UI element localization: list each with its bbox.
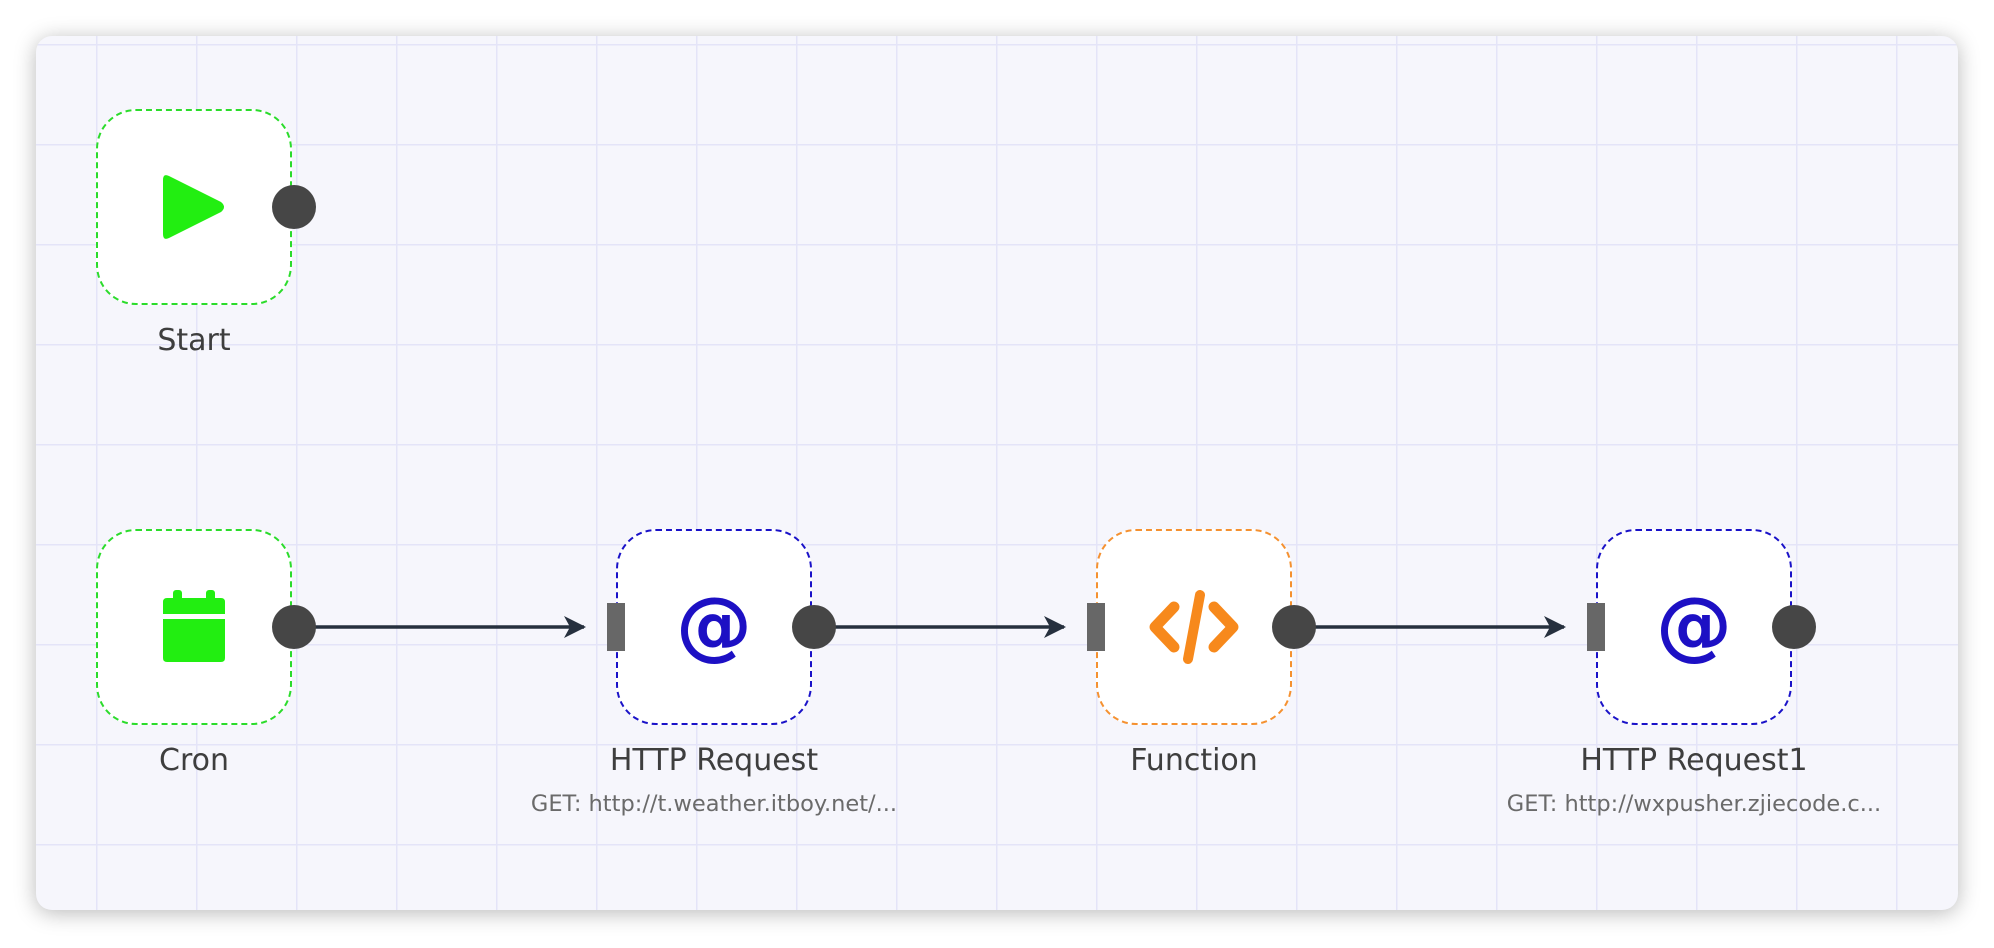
connection-cron-to-http-request[interactable] (296, 616, 586, 638)
node-function[interactable] (1096, 529, 1292, 725)
output-port[interactable] (1272, 605, 1316, 649)
at-sign-icon: @ (676, 580, 752, 669)
code-icon (1148, 590, 1240, 664)
node-subtitle: GET: http://wxpusher.zjiecode.c... (1506, 791, 1882, 817)
input-port[interactable] (1087, 603, 1105, 651)
calendar-icon (161, 590, 227, 664)
input-port[interactable] (1587, 603, 1605, 651)
connection-function-to-http-request1[interactable] (1296, 616, 1566, 638)
output-port[interactable] (1772, 605, 1816, 649)
output-port[interactable] (792, 605, 836, 649)
node-subtitle: GET: http://t.weather.itboy.net/... (530, 791, 898, 817)
arrowhead-icon (1044, 616, 1066, 638)
output-port[interactable] (272, 185, 316, 229)
arrowhead-icon (564, 616, 586, 638)
at-sign-icon: @ (1656, 580, 1732, 669)
node-label: Cron (159, 743, 229, 778)
play-icon (159, 170, 229, 244)
node-label: Function (1130, 743, 1258, 778)
output-port[interactable] (272, 605, 316, 649)
arrowhead-icon (1544, 616, 1566, 638)
node-cron[interactable] (96, 529, 292, 725)
node-label: HTTP Request (609, 743, 819, 778)
connection-http-request-to-function[interactable] (816, 616, 1066, 638)
input-port[interactable] (607, 603, 625, 651)
node-start[interactable] (96, 109, 292, 305)
node-label: HTTP Request1 (1580, 743, 1808, 778)
connections-layer (296, 616, 1566, 638)
node-http-request[interactable]: @ (616, 529, 812, 725)
node-label: Start (157, 323, 231, 358)
workflow-canvas[interactable]: Start Cron @ HTTP Request GET: http://t.… (36, 36, 1958, 910)
node-http-request1[interactable]: @ (1596, 529, 1792, 725)
